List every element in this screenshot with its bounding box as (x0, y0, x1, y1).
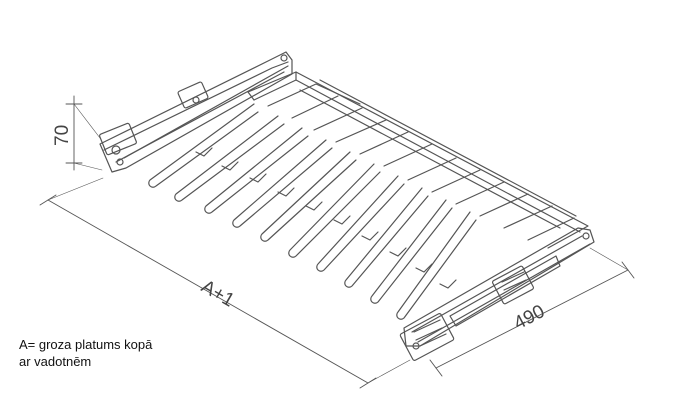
legend-line-1: A= groza platums kopā (19, 337, 153, 352)
front-rail (399, 227, 595, 361)
basket-long-bars (299, 79, 577, 229)
width-dimension (39, 177, 411, 389)
legend-note: A= groza platums kopā ar vadotnēm (19, 336, 152, 370)
height-label: 70 (52, 125, 73, 146)
legend-line-2: ar vadotnēm (19, 354, 92, 369)
height-dimension (65, 95, 103, 171)
basket-cross-bars (267, 83, 575, 241)
rod-kinks (195, 147, 457, 289)
depth-dimension (429, 247, 635, 377)
back-rail (99, 51, 293, 173)
depth-label: 490 (510, 301, 548, 334)
hanging-rods (148, 103, 477, 320)
width-label: A+1 (198, 276, 238, 311)
basket-frame (247, 71, 589, 249)
